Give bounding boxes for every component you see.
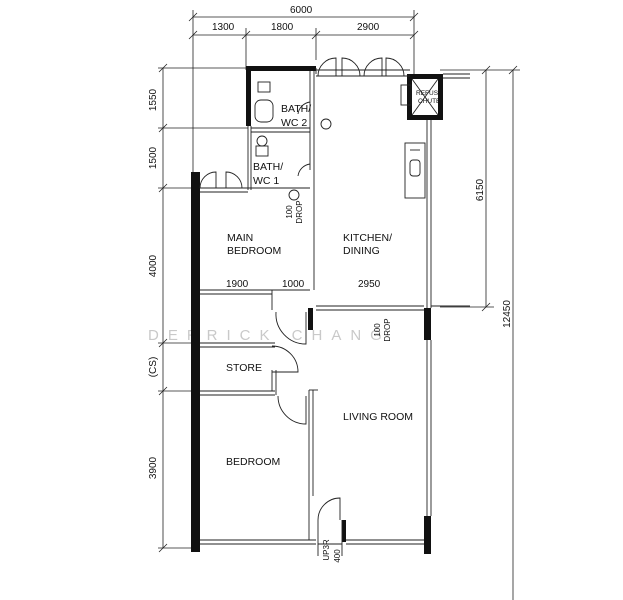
refuse-chute-line1: REFUSE — [416, 90, 443, 97]
label-bedroom: BEDROOM — [226, 456, 280, 468]
label-bath1-line2: WC 1 — [253, 175, 279, 187]
dim-left-5: 3900 — [148, 456, 159, 479]
dim-left-4: (CS) — [148, 357, 159, 378]
dim-mid-3: 2950 — [358, 279, 381, 290]
top-dimensions: 6000 1300 1800 2900 — [188, 5, 419, 190]
mid-dimensions: 1900 1000 2950 — [226, 279, 381, 290]
label-kitchen-line1: KITCHEN/ — [343, 232, 392, 244]
walls — [191, 66, 443, 554]
left-dimensions: 1550 1500 4000 (CS) 3900 — [148, 63, 248, 553]
label-main-bedroom-line2: BEDROOM — [227, 245, 281, 257]
doors-windows — [199, 57, 470, 521]
room-labels: BATH/ WC 2 BATH/ WC 1 MAIN BEDROOM KITCH… — [226, 103, 413, 468]
dim-top-2: 1800 — [271, 22, 294, 33]
annotations: REFUSE CHUTE 100 DROP 100 DROP UP3R 400 — [285, 90, 443, 563]
drop-a-value: 100 — [285, 205, 294, 219]
watermark: DERRICK CHANG — [148, 327, 391, 344]
entrance-step-label: UP3R — [322, 539, 331, 561]
dim-mid-1: 1900 — [226, 279, 249, 290]
label-bath2-line2: WC 2 — [281, 117, 307, 129]
label-main-bedroom-line1: MAIN — [227, 232, 253, 244]
entrance-step-value: 400 — [333, 549, 342, 563]
drop-a-label: DROP — [295, 200, 304, 223]
dim-top-1: 1300 — [212, 22, 235, 33]
refuse-chute-line2: CHUTE — [418, 98, 441, 105]
label-kitchen-line2: DINING — [343, 245, 380, 257]
label-bath1-line1: BATH/ — [253, 161, 283, 173]
dim-top-3: 2900 — [357, 22, 380, 33]
dim-right-total: 12450 — [502, 300, 513, 328]
drop-b-label: DROP — [383, 318, 392, 341]
dim-right-upper: 6150 — [475, 178, 486, 201]
drop-b-value: 100 — [373, 323, 382, 337]
dim-left-3: 4000 — [148, 254, 159, 277]
label-living-room: LIVING ROOM — [343, 411, 413, 423]
partitions — [200, 68, 470, 556]
label-bath2-line1: BATH/ — [281, 103, 311, 115]
dim-mid-2: 1000 — [282, 279, 305, 290]
dim-left-2: 1500 — [148, 146, 159, 169]
dim-top-total: 6000 — [290, 5, 313, 16]
dim-left-1: 1550 — [148, 88, 159, 111]
right-dimensions: 6150 12450 — [440, 65, 520, 600]
label-store: STORE — [226, 362, 262, 374]
